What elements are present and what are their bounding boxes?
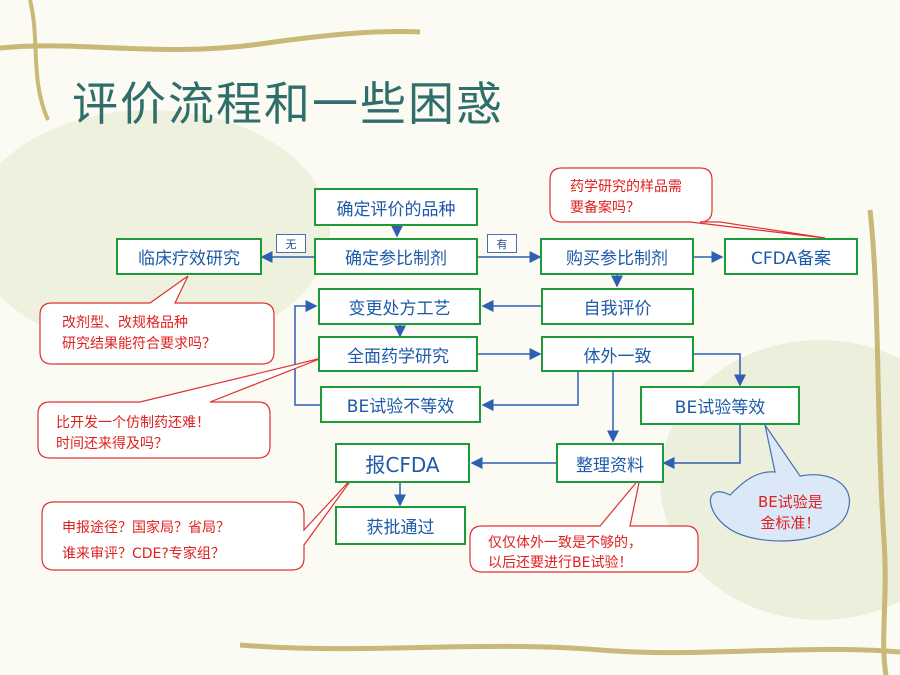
callout-not-enough [469, 477, 699, 573]
node-cfda-filing: CFDA备案 [724, 238, 858, 275]
callout-gold-standard [709, 424, 851, 542]
note-harder: 比开发一个仿制药还难！ 时间还来得及吗？ [56, 415, 210, 452]
arrow-invitro-to-equiv [694, 353, 746, 387]
node-be-equiv: BE试验等效 [640, 386, 800, 425]
node-self-eval: 自我评价 [541, 288, 694, 325]
edge-label-has: 有 [487, 234, 517, 253]
arrow-notequiv-loop [294, 300, 320, 406]
node-clinical-study: 临床疗效研究 [116, 238, 262, 275]
arrow-invitro-to-notequiv [481, 372, 579, 411]
callout-harder [37, 357, 323, 459]
arrow-equiv-to-organize [662, 424, 741, 469]
node-in-vitro-consistent: 体外一致 [541, 336, 694, 372]
edge-label-none: 无 [276, 234, 306, 253]
note-route: 申报途径？国家局？省局？ 谁来审评？CDE?专家组？ [62, 520, 230, 562]
callout-dosage-change [39, 275, 275, 365]
note-not-enough: 仅仅体外一致是不够的， 以后还要进行BE试验！ [488, 535, 642, 571]
node-confirm-variety: 确定评价的品种 [314, 188, 478, 226]
node-full-pharma: 全面药学研究 [318, 336, 478, 372]
node-buy-reference: 购买参比制剂 [540, 238, 694, 275]
node-organize-data: 整理资料 [556, 443, 664, 483]
note-gold-standard: BE试验是 金标准！ [758, 493, 823, 532]
node-be-not-equiv: BE试验不等效 [320, 386, 481, 423]
node-confirm-reference: 确定参比制剂 [314, 238, 478, 275]
callout-sample-filing [549, 167, 826, 239]
note-sample-filing: 药学研究的样品需 要备案吗？ [570, 179, 682, 216]
node-approved: 获批通过 [335, 506, 466, 545]
callout-route [41, 475, 355, 571]
node-change-process: 变更处方工艺 [318, 288, 481, 325]
node-report-cfda: 报CFDA [335, 443, 470, 483]
page-title: 评价流程和一些困惑 [72, 77, 504, 131]
note-dosage-change: 改剂型、改规格品种 研究结果能符合要求吗？ [62, 315, 216, 352]
